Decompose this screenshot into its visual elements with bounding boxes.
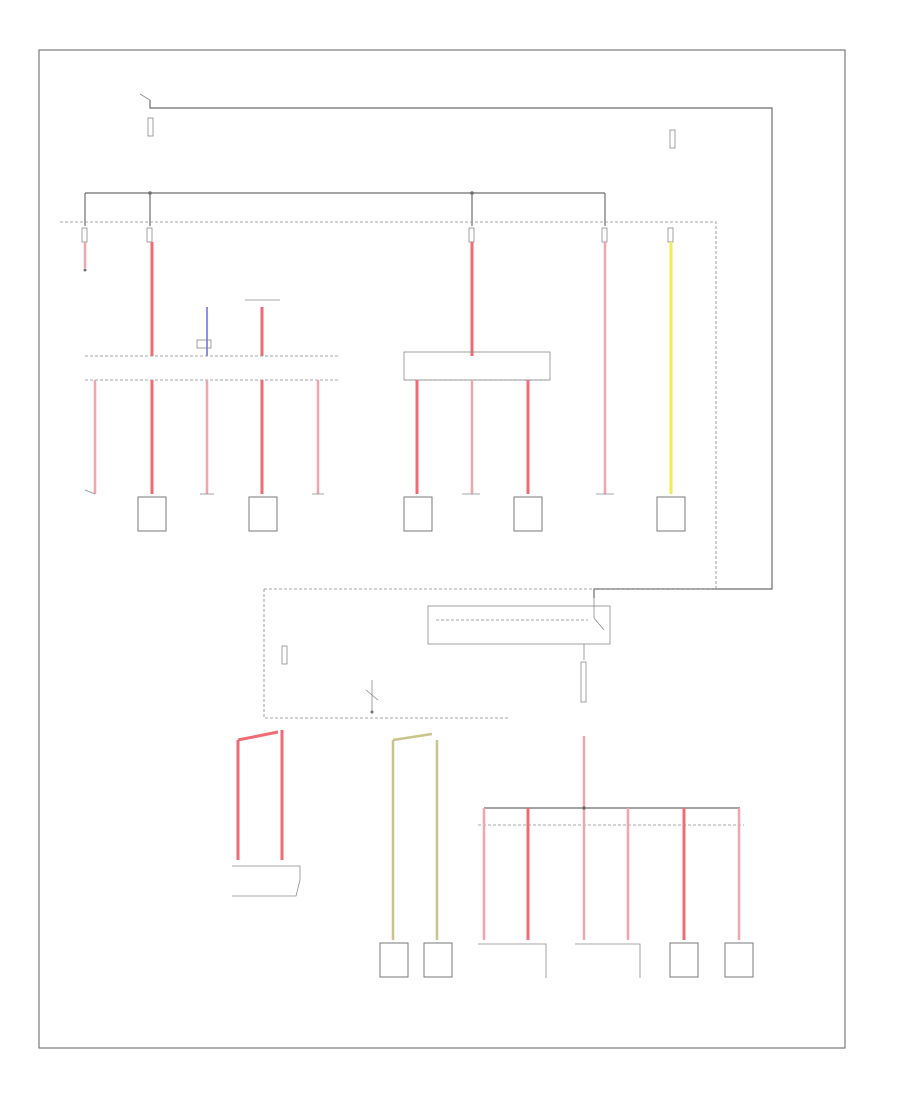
upper-bus [84,191,606,226]
connector-right [403,351,551,381]
load-box [724,942,754,978]
connector-left [85,355,338,381]
right-load-wires [415,380,530,494]
load-box [137,496,167,532]
load-box [669,942,699,978]
load-box [656,496,686,532]
lower-right-bus [478,806,754,978]
fuse-output-wires [83,242,673,494]
load-box [513,496,543,532]
diagram-frame [38,49,846,1049]
center-right-drop [580,644,587,808]
load-box [379,942,409,978]
load-boxes-row1 [84,489,686,532]
lower-middle-tan-wires [379,732,453,978]
top-power-feed [139,93,773,598]
load-box [403,496,433,532]
upper-mid-components [196,299,280,356]
lower-left-loads [232,730,301,897]
left-load-wires [93,380,320,494]
switch-module [263,589,611,719]
fuse-symbols [81,227,674,243]
load-box [423,942,453,978]
load-box [248,496,278,532]
fuse-box-outline [60,221,717,590]
